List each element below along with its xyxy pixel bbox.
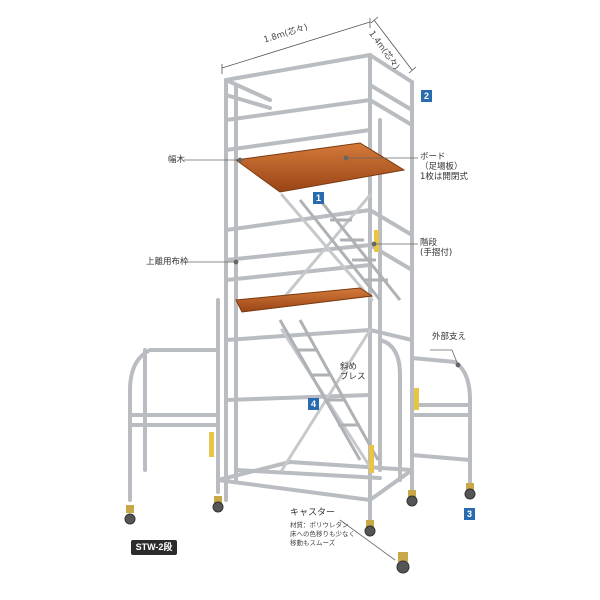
toe-board-label: 幅木 — [168, 155, 186, 165]
casters — [124, 483, 476, 574]
stairs-callout: 階段 (手摺付) — [420, 238, 452, 258]
scaffold-frame — [216, 53, 414, 527]
board-label-line3: 1枚は開閉式 — [420, 172, 468, 182]
caster-front-left — [212, 496, 224, 513]
diagonal-label-line2: ブレス — [340, 372, 366, 382]
dimension-lines — [221, 16, 417, 74]
model-badge: STW-2段 — [131, 540, 177, 555]
board-callout: ボード （足場板） 1枚は開閉式 — [420, 152, 468, 182]
boards — [234, 142, 406, 313]
stairs-label-line1: 階段 — [420, 238, 438, 248]
caster-label: キャスター — [290, 508, 336, 518]
upper-frame-label: 上離用布枠 — [146, 257, 189, 267]
caster-front-right — [364, 520, 376, 537]
board-label-line2: （足場板） — [420, 162, 463, 172]
diagonal-label-line1: 斜め — [340, 362, 358, 372]
caster-callout: キャスター 材質：ポリウレタン 床への色移りも少なく 移動もスムーズ — [290, 508, 355, 548]
marker-1: 1 — [313, 192, 324, 204]
stairs-label-line2: (手摺付) — [420, 248, 453, 258]
stairs — [278, 199, 402, 461]
marker-3: 3 — [464, 508, 475, 520]
board-label-line1: ボード — [420, 152, 446, 162]
marker-2: 2 — [421, 90, 432, 102]
outrigger-label: 外部支え — [432, 332, 467, 342]
diagonal-brace-callout: 斜め ブレス — [340, 362, 366, 382]
lower-board — [235, 287, 374, 313]
outriggers — [128, 338, 472, 502]
marker-4: 4 — [308, 398, 319, 410]
caster-detail-3: 移動もスムーズ — [290, 539, 336, 547]
highlight-pads — [209, 230, 419, 473]
upper-board — [234, 142, 406, 193]
caster-detail-2: 床への色移りも少なく — [290, 530, 355, 538]
caster-detail-1: 材質：ポリウレタン — [290, 521, 349, 529]
caster-right-outrigger — [464, 483, 476, 500]
leader-lines — [184, 155, 461, 561]
caster-back-right — [406, 490, 418, 507]
caster-bottom — [396, 552, 410, 574]
caster-left-outrigger — [124, 505, 136, 525]
